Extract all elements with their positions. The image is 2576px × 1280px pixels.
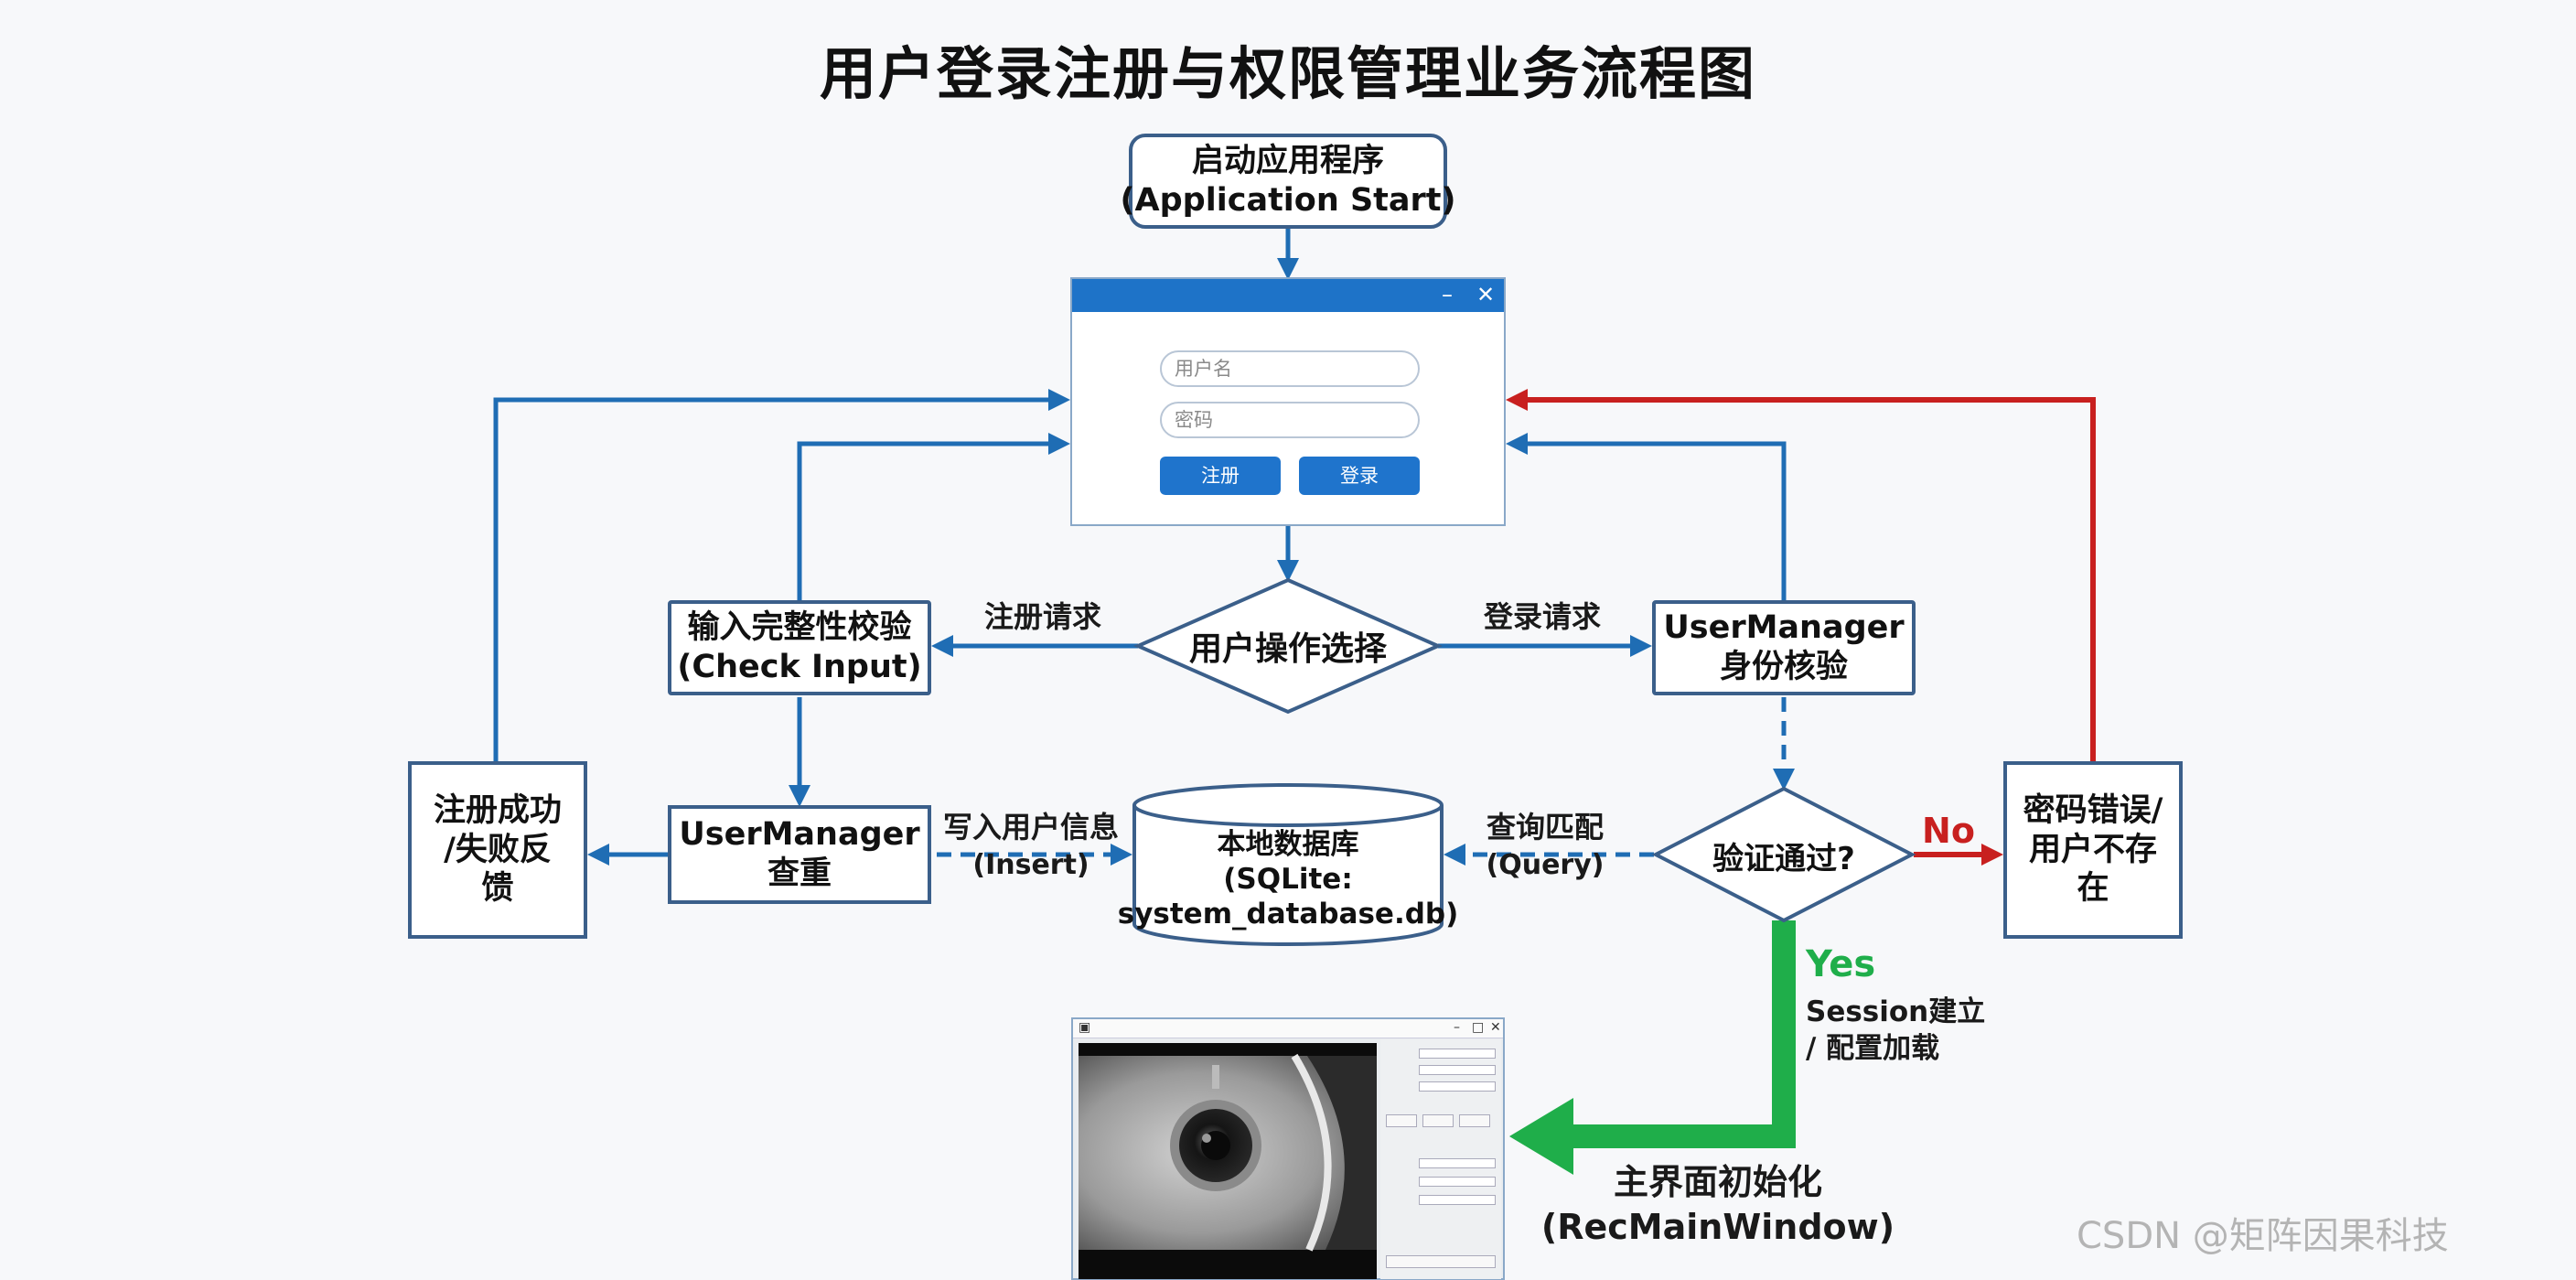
login-window: – ✕ 用户名 密码 注册 登录 (1070, 277, 1506, 526)
edge-label-session-line-2: / 配置加载 (1806, 1032, 1940, 1066)
edge-yes (1570, 920, 1796, 1148)
node-check-input-line-2: (Check Input) (677, 649, 922, 685)
main-window-titlebar: ▣ – □ ✕ (1073, 1019, 1503, 1038)
node-database-line-3: system_database.db) (1117, 897, 1459, 930)
node-password-error: 密码错误/ 用户不存 在 (2003, 761, 2183, 939)
watermark: CSDN @矩阵因果科技 (2077, 1215, 2449, 1257)
main-window-preview: ▣ – □ ✕ (1071, 1017, 1505, 1280)
edge-label-query: 查询匹配 (Query) (1467, 809, 1623, 883)
node-register-feedback-line-1: 注册成功 (433, 791, 562, 829)
close-button[interactable]: ✕ (1476, 282, 1496, 307)
node-user-manager-auth-line-2: 身份核验 (1719, 649, 1848, 685)
node-register-feedback-line-3: 馈 (481, 870, 514, 908)
minimize-icon: – (1454, 1020, 1460, 1035)
node-database-line-1: 本地数据库 (1217, 828, 1359, 862)
node-user-manager-dup: UserManager 查重 (668, 805, 931, 904)
node-database: 本地数据库 (SQLite: system_database.db) (1118, 828, 1459, 931)
node-start-line-1: 启动应用程序 (1191, 143, 1384, 180)
stop-button[interactable] (1459, 1114, 1490, 1127)
edge-label-yes: Yes (1806, 943, 1876, 985)
settings-panel (1380, 1039, 1501, 1279)
setting-row-2 (1384, 1065, 1497, 1076)
pause-button[interactable] (1422, 1114, 1454, 1127)
decision-verify-label: 验证通过? (1712, 840, 1855, 877)
node-check-input: 输入完整性校验 (Check Input) (668, 600, 931, 695)
register-button[interactable]: 注册 (1160, 457, 1281, 495)
edge-error-return (1506, 389, 2096, 761)
edge-check-input-return (797, 433, 1070, 602)
camera-lens-image (1079, 1043, 1377, 1279)
slider-3[interactable] (1419, 1195, 1496, 1205)
slider-row-2 (1384, 1177, 1497, 1188)
slider-row-3 (1384, 1195, 1497, 1206)
edge-label-login-request: 登录请求 (1483, 599, 1601, 634)
node-password-error-line-3: 在 (2077, 870, 2109, 908)
edge-label-query-line-2: (Query) (1486, 848, 1605, 881)
edge-feedback-to-login (493, 389, 1070, 761)
node-main-init-line-2: (RecMainWindow) (1540, 1206, 1895, 1247)
edge-label-insert-line-1: 写入用户信息 (942, 810, 1119, 844)
node-check-input-line-1: 输入完整性校验 (687, 609, 912, 647)
node-start: 启动应用程序 (Application Start) (1121, 134, 1456, 229)
node-database-line-2: (SQLite: (1223, 863, 1353, 897)
decision-user-choice-label: 用户操作选择 (1188, 630, 1387, 668)
edge-label-register-request: 注册请求 (983, 599, 1101, 634)
node-register-feedback: 注册成功 /失败反 馈 (408, 761, 587, 939)
slider-1[interactable] (1419, 1158, 1496, 1168)
node-user-manager-auth: UserManager 身份核验 (1652, 600, 1916, 695)
edge-label-session-line-1: Session建立 (1806, 995, 1986, 1028)
app-icon: ▣ (1079, 1020, 1091, 1035)
node-password-error-line-2: 用户不存 (2028, 831, 2157, 868)
node-main-init-line-1: 主界面初始化 (1613, 1162, 1822, 1202)
edge-yes-arrowhead (1509, 1098, 1573, 1175)
database-cylinder (1132, 783, 1444, 946)
edge-auth-return (1506, 433, 1787, 602)
decision-verify-shape (1651, 786, 1916, 923)
close-icon: ✕ (1490, 1020, 1501, 1035)
edge-label-insert: 写入用户信息 (Insert) (933, 809, 1129, 883)
play-button[interactable] (1386, 1114, 1417, 1127)
node-password-error-line-1: 密码错误/ (2023, 791, 2163, 829)
slider-row-1 (1384, 1158, 1497, 1169)
setting-select-1[interactable] (1419, 1049, 1496, 1059)
node-main-init: 主界面初始化 (RecMainWindow) (1537, 1160, 1899, 1249)
login-button[interactable]: 登录 (1299, 457, 1420, 495)
slider-2[interactable] (1419, 1177, 1496, 1187)
node-register-feedback-line-2: /失败反 (444, 831, 552, 868)
setting-select-2[interactable] (1419, 1065, 1496, 1075)
edge-label-query-line-1: 查询匹配 (1486, 810, 1604, 844)
password-input[interactable]: 密码 (1160, 402, 1420, 438)
edge-label-session: Session建立 / 配置加载 (1806, 994, 2007, 1068)
node-start-line-2: (Application Start) (1120, 182, 1456, 219)
camera-view (1079, 1043, 1377, 1279)
setting-select-3[interactable] (1419, 1081, 1496, 1092)
setting-row-3 (1384, 1081, 1497, 1092)
setting-row-1 (1384, 1049, 1497, 1059)
maximize-icon: □ (1472, 1020, 1485, 1035)
node-user-manager-auth-line-1: UserManager (1663, 609, 1905, 647)
login-window-titlebar: – ✕ (1072, 279, 1504, 312)
edge-label-no: No (1922, 811, 1975, 851)
node-user-manager-dup-line-1: UserManager (679, 816, 920, 854)
username-input[interactable]: 用户名 (1160, 350, 1420, 387)
minimize-button[interactable]: – (1442, 282, 1453, 307)
node-user-manager-dup-line-2: 查重 (767, 855, 832, 892)
page-title: 用户登录注册与权限管理业务流程图 (819, 40, 1756, 107)
decision-user-choice-shape (1133, 577, 1443, 715)
apply-button[interactable] (1386, 1255, 1496, 1268)
edge-label-insert-line-2: (Insert) (972, 848, 1089, 881)
